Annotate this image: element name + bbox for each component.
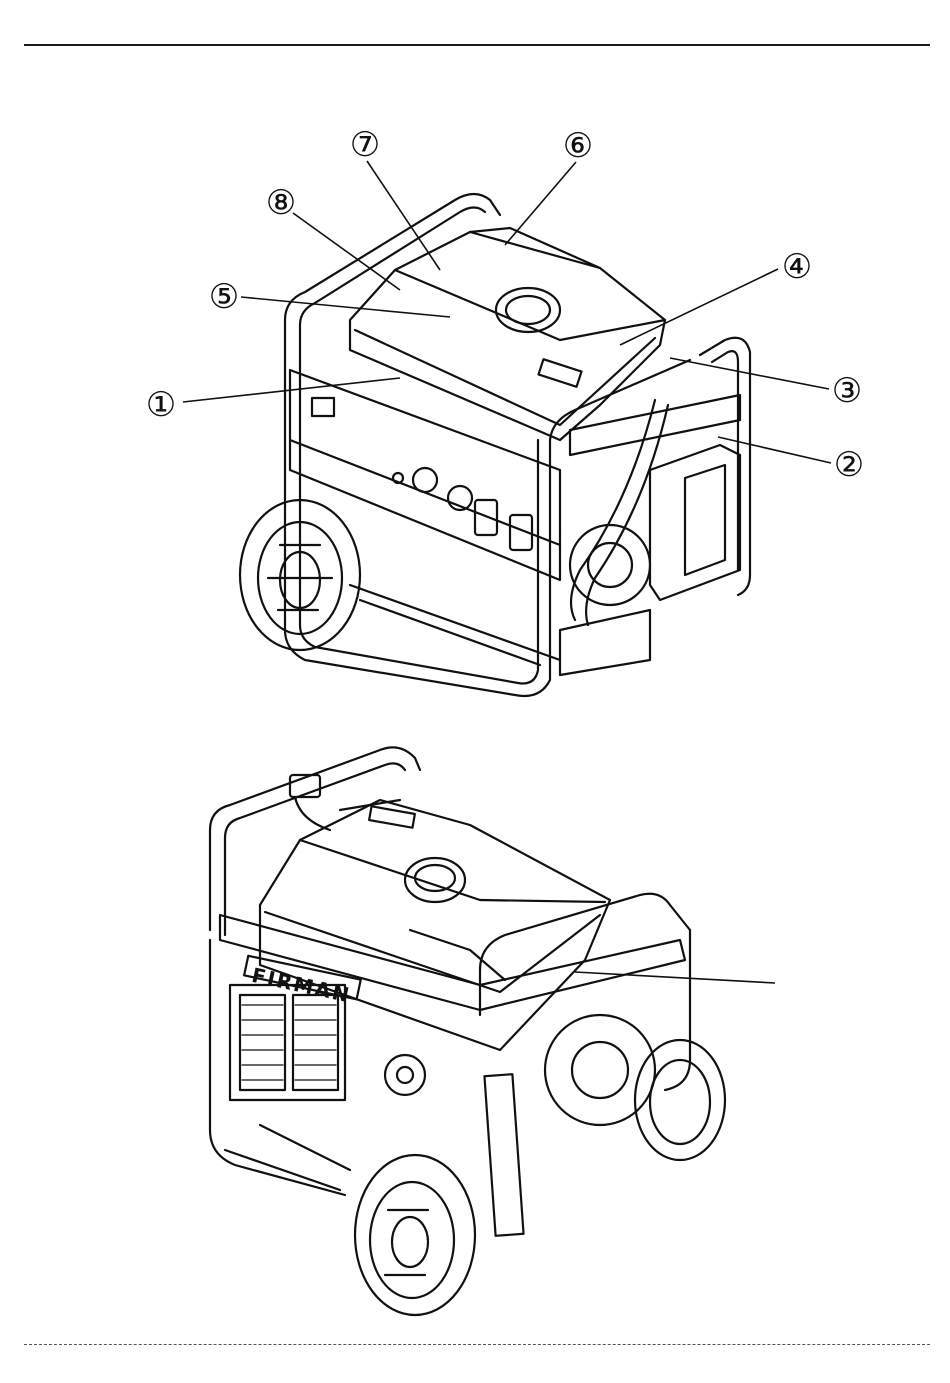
callout-6: ⑥ (563, 126, 593, 166)
callout-7: ⑦ (350, 125, 380, 165)
generator-front-diagram: ① ② ③ ④ ⑤ ⑥ ⑦ ⑧ (0, 0, 950, 720)
frame-back-tube (285, 194, 500, 360)
rear-fuel-tank (260, 800, 610, 1050)
callout-4: ④ (782, 247, 812, 287)
side-panel (650, 445, 740, 600)
rear-recoil-starter (545, 1015, 655, 1125)
right-wheel (635, 1040, 725, 1160)
callout-1: ① (146, 385, 176, 425)
control-panel (290, 370, 560, 545)
brand-label: FIRMAN (250, 963, 353, 1007)
bottom-dashed-rule (24, 1344, 930, 1345)
callout-8: ⑧ (266, 183, 296, 223)
generator-rear-diagram: FIRMAN (0, 730, 950, 1330)
fuel-gauge (539, 359, 582, 387)
callout-2: ② (834, 445, 864, 485)
front-wheel (355, 1155, 475, 1315)
recoil-starter (570, 525, 650, 605)
callout-5: ⑤ (209, 277, 239, 317)
callout-3: ③ (832, 371, 862, 411)
